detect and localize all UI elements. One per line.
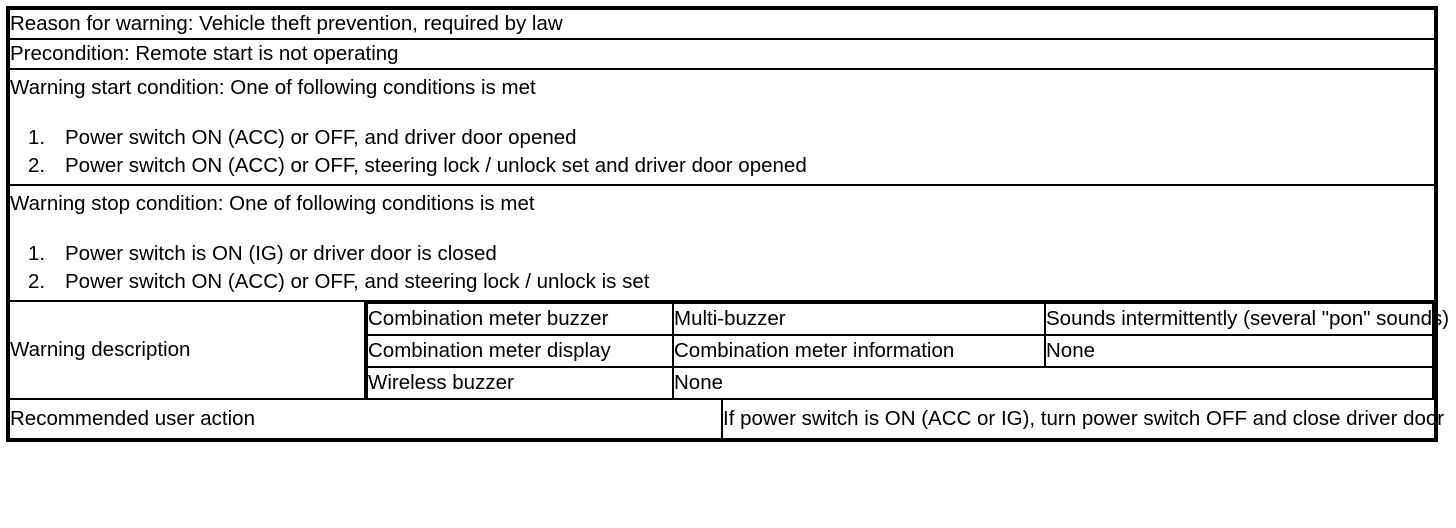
- list-item: 1. Power switch is ON (IG) or driver doo…: [10, 242, 1434, 266]
- detail-cell: None: [1044, 334, 1434, 368]
- table-row-precondition: Precondition: Remote start is not operat…: [7, 38, 1437, 70]
- warning-description-table: Combination meter buzzer Multi-buzzer So…: [366, 302, 1449, 398]
- stop-condition-list: 1. Power switch is ON (IG) or driver doo…: [10, 242, 1434, 293]
- precondition-cell: Precondition: Remote start is not operat…: [7, 38, 1437, 70]
- list-item-number: 1.: [28, 126, 46, 150]
- list-item-number: 2.: [28, 269, 46, 293]
- list-item-label: Power switch ON (ACC) or OFF, steering l…: [65, 153, 807, 177]
- table-row-reason: Reason for warning: Vehicle theft preven…: [7, 7, 1437, 40]
- table-row: Wireless buzzer None: [366, 366, 1434, 398]
- device-cell: Combination meter buzzer: [366, 302, 674, 336]
- source-cell: Multi-buzzer: [672, 302, 1046, 336]
- list-item-label: Power switch is ON (IG) or driver door i…: [65, 242, 497, 266]
- warning-description-body: Combination meter buzzer Multi-buzzer So…: [364, 300, 1449, 400]
- table-row-recommended-action: Recommended user action If power switch …: [7, 398, 1444, 441]
- list-item-label: Power switch ON (ACC) or OFF, and steeri…: [65, 269, 650, 293]
- list-item: 1. Power switch ON (ACC) or OFF, and dri…: [10, 126, 1434, 150]
- start-condition-heading: Warning start condition: One of followin…: [10, 76, 536, 100]
- start-condition-cell: Warning start condition: One of followin…: [7, 68, 1437, 186]
- reason-text: Reason for warning: Vehicle theft preven…: [10, 11, 563, 35]
- list-item-number: 1.: [28, 242, 46, 266]
- stop-condition-heading: Warning stop condition: One of following…: [10, 192, 535, 216]
- source-cell: None: [672, 366, 1434, 398]
- device-cell: Combination meter display: [366, 334, 674, 368]
- list-item-number: 2.: [28, 153, 46, 177]
- device-cell: Wireless buzzer: [366, 366, 674, 398]
- list-item-label: Power switch ON (ACC) or OFF, and driver…: [65, 126, 577, 150]
- table-row-warning-description: Warning description Combination meter bu…: [7, 300, 1449, 400]
- list-item: 2. Power switch ON (ACC) or OFF, steerin…: [10, 154, 1434, 178]
- recommended-action-value: If power switch is ON (ACC or IG), turn …: [721, 398, 1444, 441]
- warning-table: Reason for warning: Vehicle theft preven…: [6, 6, 1449, 442]
- reason-cell: Reason for warning: Vehicle theft preven…: [7, 7, 1437, 40]
- table-row: Combination meter buzzer Multi-buzzer So…: [366, 302, 1449, 336]
- list-item: 2. Power switch ON (ACC) or OFF, and ste…: [10, 270, 1434, 294]
- table-row-start-condition: Warning start condition: One of followin…: [7, 68, 1437, 186]
- recommended-action-label: Recommended user action: [7, 398, 723, 441]
- warning-description-label: Warning description: [7, 300, 366, 400]
- table-row: Combination meter display Combination me…: [366, 334, 1434, 368]
- source-cell: Combination meter information: [672, 334, 1046, 368]
- table-row-stop-condition: Warning stop condition: One of following…: [7, 184, 1437, 302]
- stop-condition-cell: Warning stop condition: One of following…: [7, 184, 1437, 302]
- start-condition-list: 1. Power switch ON (ACC) or OFF, and dri…: [10, 126, 1434, 177]
- precondition-text: Precondition: Remote start is not operat…: [10, 41, 399, 65]
- detail-cell: Sounds intermittently (several "pon" sou…: [1044, 302, 1449, 336]
